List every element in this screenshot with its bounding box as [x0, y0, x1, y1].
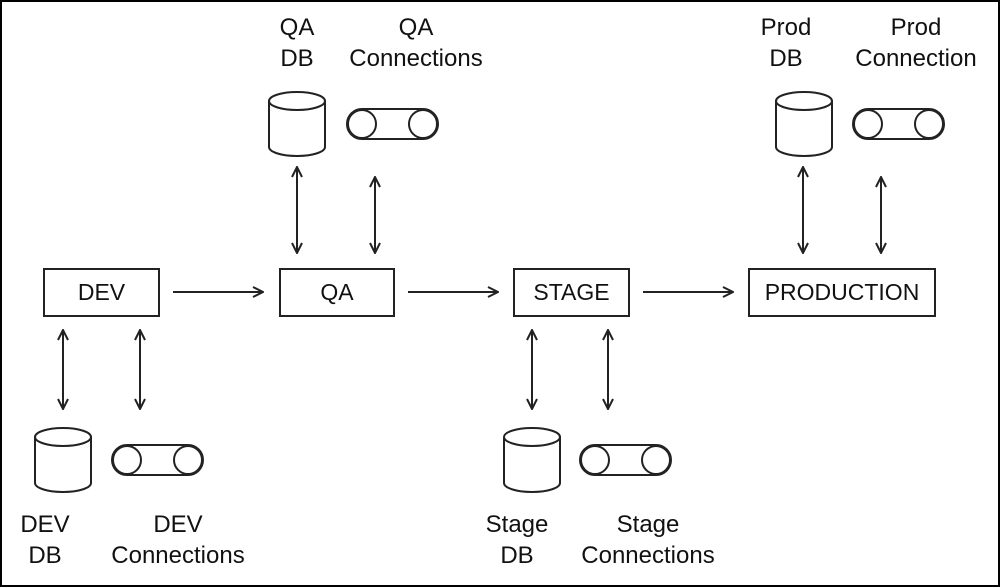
- prod-connection-icon: [852, 108, 945, 140]
- qa-db-label: QA DB: [247, 12, 347, 74]
- stage-db-icon: [503, 427, 561, 493]
- prod-connection-label: Prod Connection: [841, 12, 991, 74]
- dev-connections-label-line1: DEV: [153, 511, 203, 538]
- stage-box-production: PRODUCTION: [748, 268, 936, 317]
- stage-box-stage: STAGE: [513, 268, 630, 317]
- qa-db-label-line2: DB: [280, 45, 314, 72]
- stage-db-label-line2: DB: [500, 542, 534, 569]
- prod-db-label: Prod DB: [736, 12, 836, 74]
- dev-connections-icon: [111, 444, 204, 476]
- prod-db-label-line2: DB: [769, 45, 803, 72]
- stage-connections-label-line1: Stage: [616, 511, 680, 538]
- qa-db-label-line1: QA: [279, 14, 315, 41]
- prod-db-icon: [775, 91, 833, 157]
- stage-box-dev: DEV: [43, 268, 160, 317]
- stage-db-label-line1: Stage: [485, 511, 549, 538]
- dev-connections-label: DEV Connections: [96, 509, 260, 571]
- prod-connection-label-line2: Connection: [855, 45, 977, 72]
- stage-connections-label-line2: Connections: [581, 542, 715, 569]
- stage-connections-label: Stage Connections: [566, 509, 730, 571]
- stage-connections-icon: [579, 444, 672, 476]
- prod-db-label-line1: Prod: [760, 14, 812, 41]
- qa-connections-label-line2: Connections: [349, 45, 483, 72]
- stage-db-label: Stage DB: [467, 509, 567, 571]
- dev-db-icon: [34, 427, 92, 493]
- qa-db-icon: [268, 91, 326, 157]
- qa-connections-icon: [346, 108, 439, 140]
- qa-connections-label: QA Connections: [336, 12, 496, 74]
- stage-box-qa: QA: [279, 268, 395, 317]
- dev-db-label-line2: DB: [28, 542, 62, 569]
- dev-db-label: DEV DB: [2, 509, 88, 571]
- prod-connection-label-line1: Prod: [890, 14, 942, 41]
- dev-db-label-line1: DEV: [20, 511, 70, 538]
- qa-connections-label-line1: QA: [398, 14, 434, 41]
- dev-connections-label-line2: Connections: [111, 542, 245, 569]
